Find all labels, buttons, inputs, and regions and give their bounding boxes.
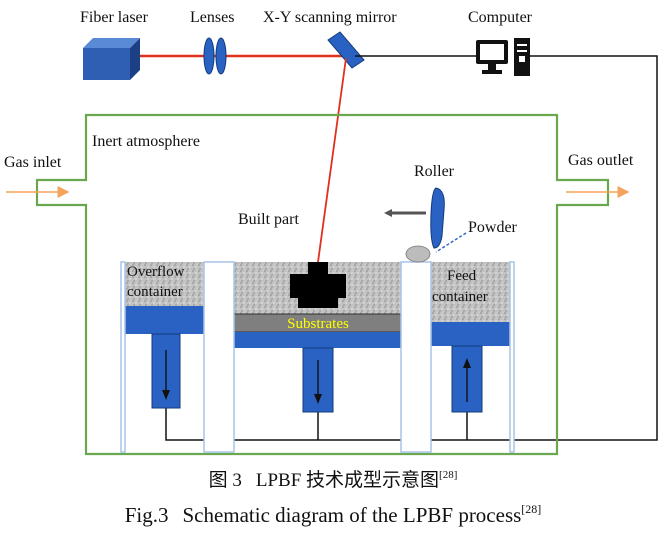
caption-cn-text: LPBF 技术成型示意图 [256, 469, 439, 491]
lenses-label: Lenses [190, 9, 234, 26]
gas-outlet-label: Gas outlet [568, 152, 634, 169]
roller [430, 187, 445, 249]
caption-cn-fig: 图 3 [209, 470, 242, 491]
roller-label: Roller [414, 163, 455, 180]
feed-label-line2: container [432, 289, 488, 305]
overflow-label-line2: container [127, 284, 183, 300]
container-walls [120, 261, 515, 453]
overflow-label-line1: Overflow [127, 264, 185, 280]
build-platform [234, 332, 401, 348]
overflow-down-arrow [162, 350, 170, 400]
computer-icon [476, 38, 530, 76]
built-part-label: Built part [238, 211, 299, 228]
powder-heap [405, 245, 431, 263]
gas-inlet-label: Gas inlet [4, 154, 62, 171]
feed-platform [431, 322, 510, 346]
feed-powder [431, 262, 510, 322]
caption-cn: 图 3 LPBF 技术成型示意图[28] [209, 469, 458, 491]
inert-chamber [35, 113, 610, 456]
computer-label: Computer [468, 9, 533, 26]
scanning-mirror [327, 31, 365, 69]
laser-beam-down [317, 57, 347, 263]
caption-en: Fig.3 Schematic diagram of the LPBF proce… [125, 502, 542, 527]
overflow-powder [125, 262, 204, 306]
caption-en-ref: [28] [521, 502, 541, 516]
fiber-laser [83, 38, 140, 80]
mirror-label: X-Y scanning mirror [263, 9, 397, 26]
powder-label: Powder [468, 219, 518, 236]
feed-up-arrow [463, 358, 471, 402]
fiber-laser-label: Fiber laser [80, 9, 149, 26]
powder-pointer [435, 232, 467, 253]
lenses [203, 37, 227, 75]
overflow-platform [125, 306, 204, 334]
roller-arrow-head [384, 209, 392, 217]
caption-en-fig: Fig.3 [125, 503, 169, 527]
substrates-label: Substrates [287, 316, 349, 332]
caption-en-text: Schematic diagram of the LPBF process [182, 503, 521, 527]
built-part [290, 262, 346, 308]
caption-cn-ref: [28] [439, 469, 457, 481]
build-down-arrow [314, 360, 322, 404]
inert-atmosphere-label: Inert atmosphere [92, 133, 200, 150]
control-cable [165, 55, 658, 441]
feed-label-line1: Feed [447, 268, 477, 284]
